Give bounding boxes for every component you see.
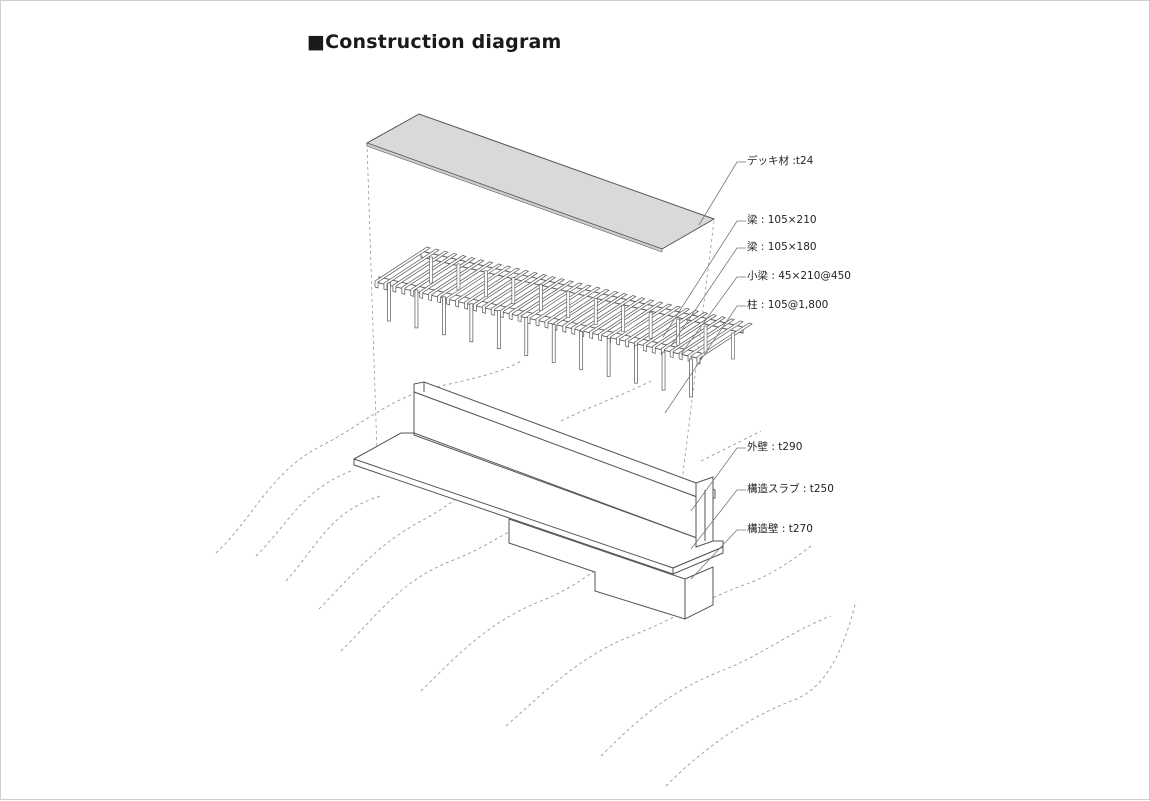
structural-wall [508,518,686,620]
label-beam-105x210: 梁 : 105×210 [747,214,817,226]
column-back [731,332,735,360]
column [689,358,693,398]
joist [696,322,753,365]
contour-line [285,495,382,582]
joist [571,293,628,335]
column [387,282,391,322]
column [442,296,446,336]
base-structure [353,381,724,620]
joist [562,290,619,333]
joist [544,286,601,329]
diagram-title: ■Construction diagram [307,31,562,53]
column-back [648,311,653,339]
joist [598,299,655,342]
leader-lines [662,161,746,580]
column-back [676,318,680,346]
label-outer-wall: 外壁 : t290 [747,441,803,453]
joist [669,316,726,359]
joist [678,318,735,361]
joist [473,269,530,312]
column [606,337,611,377]
leader-outer-wall [690,447,746,512]
column [579,331,584,370]
joist [660,314,718,357]
contour-line [215,360,522,554]
column-back [703,325,708,353]
column [661,351,666,391]
joist [374,246,431,289]
leader-beam1 [662,220,746,338]
joist [535,284,592,327]
column-back [429,256,433,284]
contour-line [600,615,832,757]
joist [464,267,521,310]
joist [625,305,682,348]
column-back [484,270,488,298]
pergola-structure [374,246,753,398]
column-back [539,284,543,311]
joist [428,259,485,302]
contour-line [505,545,812,727]
leader-column [664,305,746,414]
joist [392,250,449,293]
label-joist: 小梁 : 45×210@450 [747,270,851,282]
joist [455,265,512,308]
joist [437,261,494,304]
terrain-contours [215,360,857,787]
joist [401,252,458,295]
column-back [621,305,625,332]
leader-joist [680,276,746,355]
column-back [566,291,571,318]
column-back [511,277,516,305]
contour-line [560,380,652,422]
guide-left [366,142,378,454]
leader-beam2 [670,247,746,347]
label-structural-wall: 構造壁 : t270 [747,523,813,535]
contour-line [665,600,857,787]
joist [616,303,673,346]
label-beam-105x180: 梁 : 105×180 [747,241,817,253]
joist [687,320,744,363]
leader-deck [698,161,746,226]
joist [508,278,565,321]
column-back [593,298,598,325]
leader-slab [690,489,746,550]
column [551,324,556,363]
label-structural-slab: 構造スラブ : t250 [747,483,834,495]
joist [517,280,574,323]
column [634,344,638,384]
column [524,317,529,356]
contour-line [255,470,352,557]
joist [446,263,503,306]
column [496,310,501,349]
contour-line [700,430,762,462]
joist [419,257,476,300]
joist [383,248,440,291]
joist [490,274,548,316]
column [469,303,474,343]
label-column: 柱 : 105@1,800 [747,299,829,311]
label-deck: デッキ材 :t24 [747,155,814,167]
joist [410,255,467,297]
joist [589,297,646,340]
contour-line [420,545,642,692]
column-back [456,263,461,291]
leader-struct-wall [690,529,746,580]
joist [651,312,709,354]
column [414,289,419,329]
joist [481,271,539,314]
deck-panel [365,113,716,253]
